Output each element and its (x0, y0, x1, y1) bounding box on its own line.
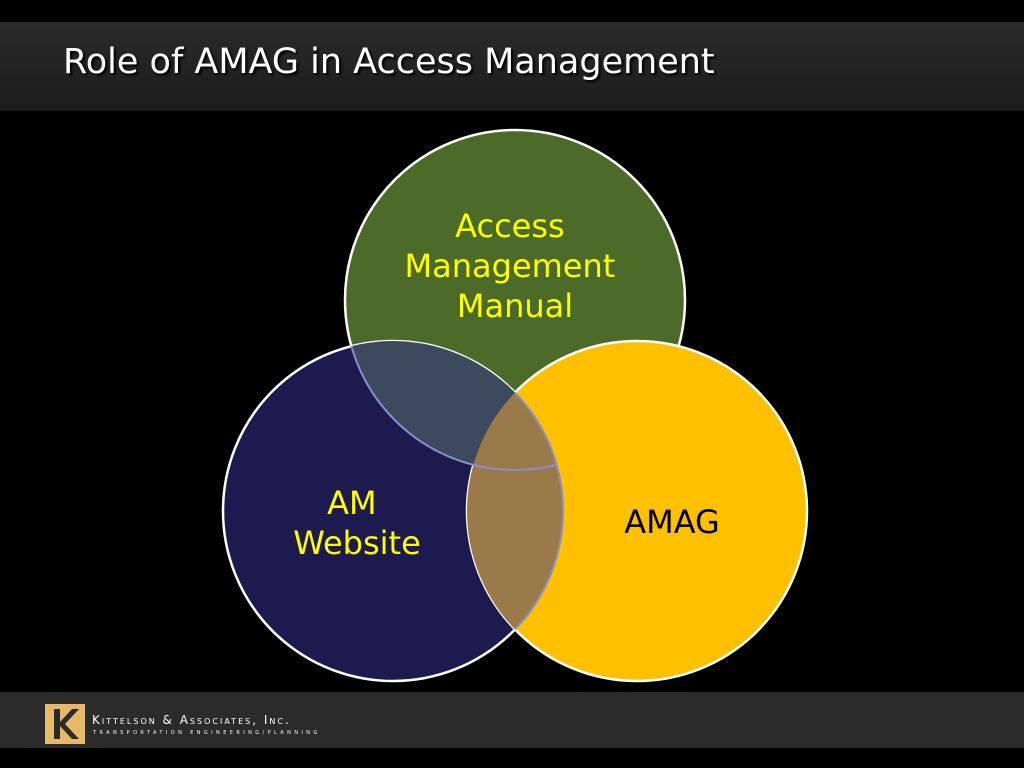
website-inner-outline (467, 341, 564, 681)
company-tagline: transportation engineering/planning (93, 730, 321, 736)
manual-label: Access Management Manual (405, 207, 626, 325)
website-label: AM Website (293, 484, 421, 562)
footer-band (0, 692, 1024, 748)
overlap-manual-website (345, 341, 563, 470)
amag-label: AMAG (624, 503, 720, 541)
company-name: Kittelson & Associates, Inc. (92, 713, 291, 727)
title-band (0, 22, 1024, 111)
manual-inner-outline (344, 341, 563, 471)
slide-title: Role of AMAG in Access Management (63, 42, 715, 82)
kittelson-logo (45, 704, 85, 744)
